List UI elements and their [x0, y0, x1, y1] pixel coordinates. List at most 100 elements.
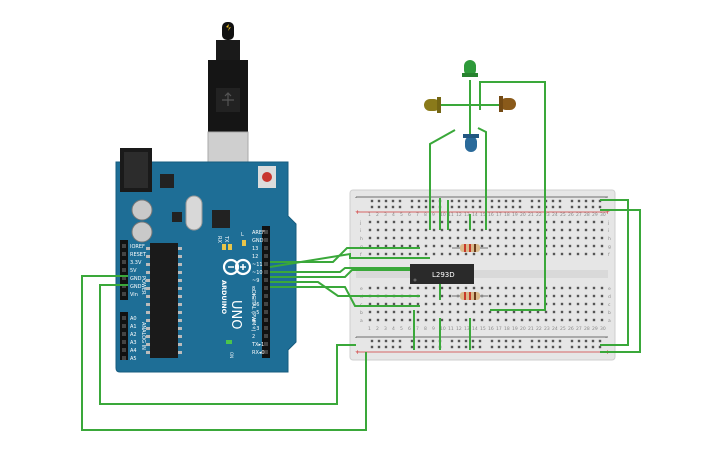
rail-hole[interactable] — [377, 339, 381, 343]
rail-hole[interactable] — [391, 199, 395, 203]
digital-pin-hole[interactable] — [264, 246, 268, 250]
rail-hole[interactable] — [591, 339, 595, 343]
breadboard-hole[interactable] — [432, 236, 436, 240]
breadboard-hole[interactable] — [568, 228, 572, 232]
rail-hole[interactable] — [570, 199, 574, 203]
wire-led-left[interactable] — [429, 129, 456, 230]
breadboard-hole[interactable] — [552, 318, 556, 322]
breadboard-hole[interactable] — [448, 244, 452, 248]
breadboard-hole[interactable] — [528, 294, 532, 298]
breadboard-hole[interactable] — [456, 220, 460, 224]
rail-hole[interactable] — [537, 345, 541, 349]
rail-hole[interactable] — [577, 199, 581, 203]
wires[interactable] — [81, 81, 641, 431]
rail-hole[interactable] — [577, 339, 581, 343]
breadboard-hole[interactable] — [376, 310, 380, 314]
rail-hole[interactable] — [584, 339, 588, 343]
breadboard-hole[interactable] — [416, 310, 420, 314]
breadboard-hole[interactable] — [592, 228, 596, 232]
breadboard-hole[interactable] — [496, 286, 500, 290]
rail-hole[interactable] — [504, 199, 508, 203]
rail-hole[interactable] — [570, 205, 574, 209]
breadboard-hole[interactable] — [472, 318, 476, 322]
breadboard-hole[interactable] — [512, 220, 516, 224]
breadboard-hole[interactable] — [520, 286, 524, 290]
breadboard-hole[interactable] — [512, 252, 516, 256]
rail-hole[interactable] — [377, 345, 381, 349]
rail-hole[interactable] — [431, 205, 435, 209]
breadboard-hole[interactable] — [384, 302, 388, 306]
rail-hole[interactable] — [537, 205, 541, 209]
breadboard-hole[interactable] — [432, 294, 436, 298]
breadboard-hole[interactable] — [536, 220, 540, 224]
rail-hole[interactable] — [591, 345, 595, 349]
breadboard-hole[interactable] — [488, 236, 492, 240]
rail-hole[interactable] — [431, 199, 435, 203]
breadboard-hole[interactable] — [480, 236, 484, 240]
breadboard-hole[interactable] — [392, 252, 396, 256]
breadboard-hole[interactable] — [560, 252, 564, 256]
analog-pin-hole[interactable] — [122, 332, 126, 336]
digital-pin-hole[interactable] — [264, 302, 268, 306]
breadboard-hole[interactable] — [496, 236, 500, 240]
breadboard-hole[interactable] — [400, 220, 404, 224]
breadboard-hole[interactable] — [528, 318, 532, 322]
breadboard-hole[interactable] — [560, 310, 564, 314]
digital-pin-hole[interactable] — [264, 270, 268, 274]
rail-hole[interactable] — [591, 205, 595, 209]
breadboard-hole[interactable] — [552, 252, 556, 256]
breadboard-hole[interactable] — [552, 302, 556, 306]
breadboard-hole[interactable] — [416, 244, 420, 248]
breadboard-hole[interactable] — [584, 294, 588, 298]
wire-5v[interactable] — [81, 275, 367, 431]
breadboard-hole[interactable] — [408, 252, 412, 256]
breadboard-hole[interactable] — [488, 286, 492, 290]
breadboard-hole[interactable] — [376, 252, 380, 256]
breadboard-hole[interactable] — [384, 252, 388, 256]
breadboard-hole[interactable] — [536, 236, 540, 240]
led-cluster[interactable] — [424, 60, 516, 152]
rail-hole[interactable] — [518, 205, 522, 209]
breadboard-hole[interactable] — [472, 228, 476, 232]
breadboard-hole[interactable] — [440, 302, 444, 306]
breadboard-hole[interactable] — [536, 286, 540, 290]
breadboard-hole[interactable] — [392, 228, 396, 232]
breadboard-hole[interactable] — [432, 302, 436, 306]
rail-hole[interactable] — [464, 339, 468, 343]
breadboard-hole[interactable] — [488, 310, 492, 314]
breadboard-hole[interactable] — [600, 318, 604, 322]
breadboard-hole[interactable] — [440, 294, 444, 298]
digital-pin-hole[interactable] — [264, 286, 268, 290]
breadboard-hole[interactable] — [496, 244, 500, 248]
rail-hole[interactable] — [598, 345, 602, 349]
arduino-board[interactable]: L TX RX ARDUINO UNO DIGITAL (PWM~) ON PO… — [115, 22, 297, 373]
breadboard-hole[interactable] — [552, 220, 556, 224]
breadboard-hole[interactable] — [504, 286, 508, 290]
rail-hole[interactable] — [478, 345, 482, 349]
breadboard-hole[interactable] — [464, 302, 468, 306]
rail-hole[interactable] — [530, 339, 534, 343]
breadboard-hole[interactable] — [600, 252, 604, 256]
breadboard-hole[interactable] — [416, 318, 420, 322]
breadboard-hole[interactable] — [464, 228, 468, 232]
breadboard-hole[interactable] — [424, 244, 428, 248]
wire-pin8[interactable] — [270, 286, 420, 307]
wire-gnd[interactable] — [99, 284, 356, 405]
breadboard-hole[interactable] — [504, 302, 508, 306]
rail-hole[interactable] — [497, 339, 501, 343]
breadboard-hole[interactable] — [528, 244, 532, 248]
breadboard-hole[interactable] — [528, 302, 532, 306]
rail-hole[interactable] — [464, 199, 468, 203]
breadboard-hole[interactable] — [408, 228, 412, 232]
breadboard-hole[interactable] — [496, 310, 500, 314]
rail-hole[interactable] — [570, 339, 574, 343]
breadboard-hole[interactable] — [456, 318, 460, 322]
rail-hole[interactable] — [370, 199, 374, 203]
breadboard-hole[interactable] — [560, 228, 564, 232]
breadboard-hole[interactable] — [424, 318, 428, 322]
breadboard-hole[interactable] — [560, 286, 564, 290]
breadboard-hole[interactable] — [368, 318, 372, 322]
rail-hole[interactable] — [471, 205, 475, 209]
rail-hole[interactable] — [410, 339, 414, 343]
breadboard-hole[interactable] — [512, 294, 516, 298]
